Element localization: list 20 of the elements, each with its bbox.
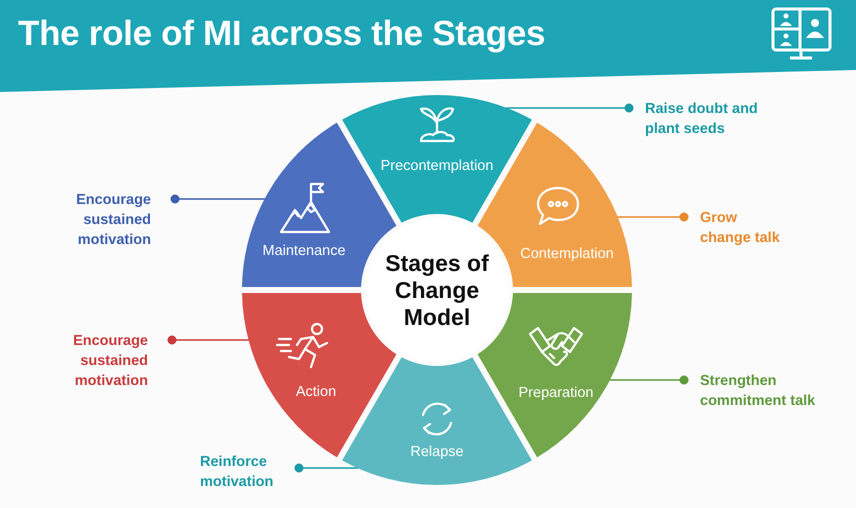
callout-text: Reinforce motivation [200, 452, 275, 492]
leader-line [506, 104, 634, 112]
center-title: Stages of Change Model [384, 250, 490, 330]
callout-text: Raise doubt and plant seeds [645, 99, 765, 139]
stage-label: Preparation [518, 385, 594, 401]
leader-line [170, 194, 266, 204]
leader-line [294, 464, 358, 472]
leader-line [168, 336, 250, 344]
stage-label: Relapse [410, 444, 464, 460]
stage-label: Precontemplation [380, 158, 494, 174]
callout-text: Encourage sustained motivation [40, 190, 151, 250]
stage-label: Action [296, 384, 336, 400]
callout-text: Encourage sustained motivation [35, 331, 148, 391]
title: The role of MI across the Stages [18, 14, 546, 54]
callout-text: Strengthen commitment talk [700, 371, 850, 411]
stage-label: Maintenance [262, 243, 346, 259]
stage-label: Contemplation [520, 246, 614, 262]
callout-text: Grow change talk [700, 208, 789, 248]
leader-line [616, 212, 688, 222]
leader-line [609, 376, 688, 384]
